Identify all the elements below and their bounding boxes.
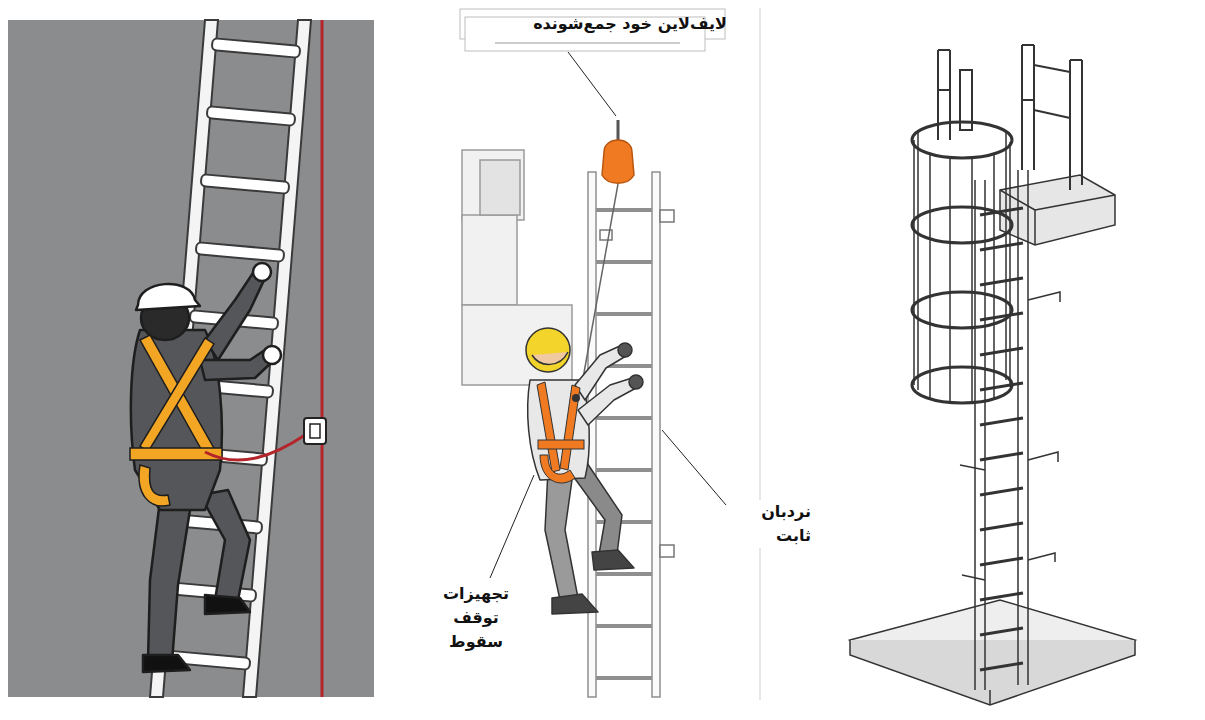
callout-label: لایف‌لاین خود جمع‌شونده [462,12,730,36]
left-panel [8,20,374,697]
right-panel [850,45,1135,705]
callout-label: تجهیزات توقف سقوط [425,582,527,654]
callout-label: نردبان ثابت [728,500,814,548]
